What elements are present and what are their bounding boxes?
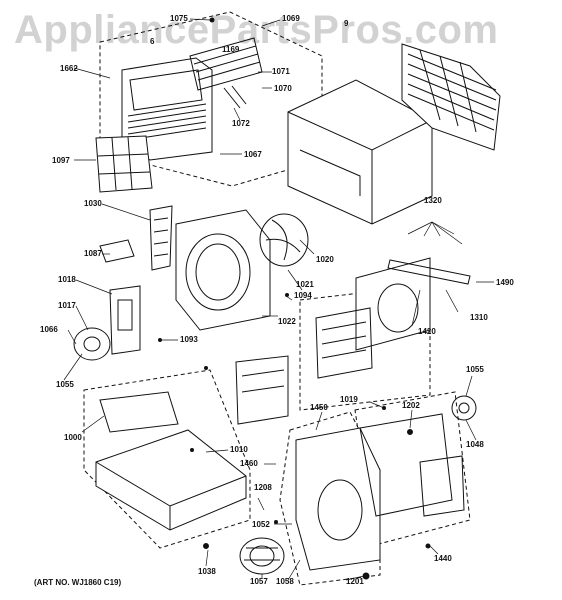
condenser-motor: [451, 395, 477, 421]
cabinet-case: [287, 79, 433, 225]
control-bracket: [109, 285, 141, 355]
rear-grille: [401, 43, 501, 151]
drain-tray: [99, 391, 179, 433]
label-1662: 1662: [60, 64, 78, 73]
label-1450: 1450: [310, 403, 328, 412]
label-1057: 1057: [250, 577, 268, 586]
top-strip: [387, 259, 471, 285]
label-9: 9: [344, 19, 349, 28]
label-1066: 1066: [40, 325, 58, 334]
label-1069: 1069: [282, 14, 300, 23]
label-1202: 1202: [402, 401, 420, 410]
label-1490: 1490: [496, 278, 514, 287]
label-1020: 1020: [316, 255, 334, 264]
label-1052: 1052: [252, 520, 270, 529]
leader-lines: [63, 18, 494, 581]
fan-blade: [259, 213, 309, 267]
partition-panel: [359, 413, 465, 517]
label-1201: 1201: [346, 577, 364, 586]
label-1208: 1208: [254, 483, 272, 492]
label-1058: 1058: [276, 577, 294, 586]
base-pan: [95, 429, 247, 531]
label-1094: 1094: [294, 291, 312, 300]
label-1093: 1093: [180, 335, 198, 344]
label-1010: 1010: [230, 445, 248, 454]
fan-motor: [73, 327, 111, 361]
label-1000: 1000: [64, 433, 82, 442]
heater-coil: [235, 307, 373, 425]
label-1017: 1017: [58, 301, 76, 310]
label-1420: 1420: [418, 327, 436, 336]
label-1320: 1320: [424, 196, 442, 205]
label-1097: 1097: [52, 156, 70, 165]
label-1048: 1048: [466, 440, 484, 449]
label-1440: 1440: [434, 554, 452, 563]
front-grille: [121, 57, 213, 161]
evaporator-housing: [175, 209, 271, 331]
label-1055-right: 1055: [466, 365, 484, 374]
label-1310: 1310: [470, 313, 488, 322]
label-1030: 1030: [84, 199, 102, 208]
blower-wheel: [239, 537, 285, 575]
air-filter: [95, 135, 153, 193]
label-1022: 1022: [278, 317, 296, 326]
switch-plate: [99, 239, 135, 263]
condenser-coil: [355, 257, 431, 351]
blower-scroll: [295, 427, 381, 571]
label-1070: 1070: [274, 84, 292, 93]
label-1075: 1075: [170, 14, 188, 23]
label-1021: 1021: [296, 280, 314, 289]
label-1460: 1460: [240, 459, 258, 468]
label-1055-left: 1055: [56, 380, 74, 389]
label-1067: 1067: [244, 150, 262, 159]
art-number: (ART NO. WJ1860 C19): [34, 578, 122, 587]
evaporator-coil: [149, 205, 173, 271]
label-1038: 1038: [198, 567, 216, 576]
label-1019: 1019: [340, 395, 358, 404]
label-1087: 1087: [84, 249, 102, 258]
base-dashed-group: [83, 369, 251, 549]
blower-dashed-group: [279, 411, 381, 586]
label-1071: 1071: [272, 67, 290, 76]
label-1018: 1018: [58, 275, 76, 284]
label-1072: 1072: [232, 119, 250, 128]
label-1169: 1169: [222, 45, 240, 54]
label-6: 6: [150, 37, 155, 46]
